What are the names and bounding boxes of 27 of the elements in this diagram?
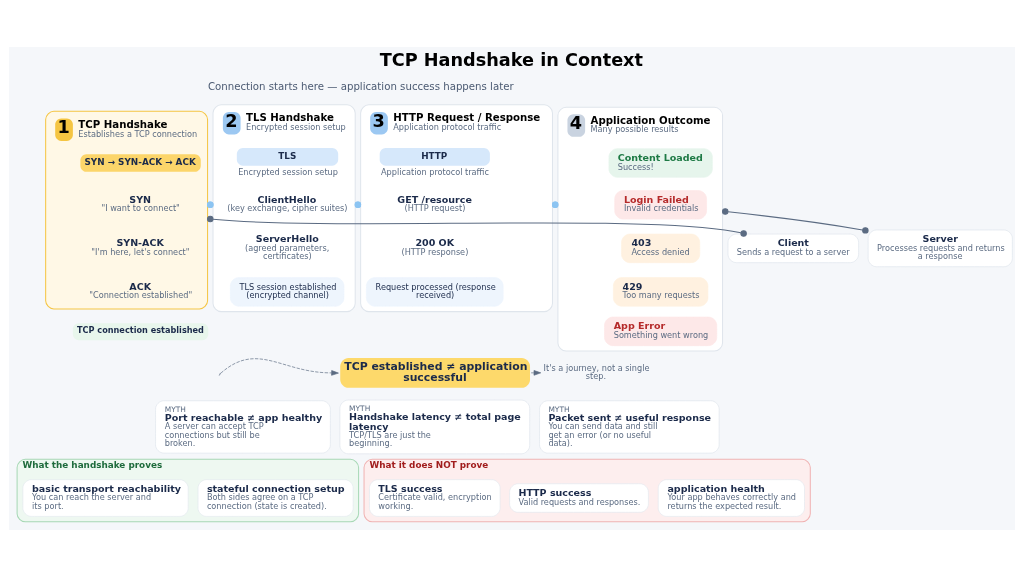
node-label: Encrypted session setup [238,166,338,177]
node-box: SYN → SYN-ACK → ACK [80,153,201,172]
arrow [219,357,339,376]
node-text: ClientHello (key exchange, cipher suites) [227,193,348,213]
node-text: 200 OK (HTTP response) [401,236,469,257]
node-box: 429 Too many requests [613,276,709,307]
node-text: It's a journey, not a single step. [543,362,650,381]
label: Connection starts here — application success happens later [207,80,514,92]
node-box: Server Processes requests and returns a response [867,229,1013,267]
node-text: SYN "I want to connect" [101,193,180,213]
node-text: ACK "Connection established" [89,280,193,300]
node-box: App Error Something went wrong [604,316,718,346]
node-label: Application protocol traffic [381,166,489,177]
node-box: Content Loaded Success! [608,147,713,178]
node-text: GET /resource (HTTP request) [397,193,472,213]
connector [722,207,869,234]
arrow [530,369,542,376]
diagram-title: TCP Handshake in Context [379,49,643,70]
node-box: HTTP [379,147,490,166]
node-text: SYN-ACK "I'm here, let's connect" [91,236,190,257]
node-box: 403 Access denied [621,233,701,263]
node-text: ServerHello (agreed parameters, certificates) [244,232,330,261]
node-box: Login Failed Invalid credentials [614,189,707,219]
node-box: TCP established ≠ application successful [340,357,531,388]
node-box: TLS [236,147,339,166]
node-box: Client Sends a request to a server [727,233,859,263]
connector [207,215,747,237]
